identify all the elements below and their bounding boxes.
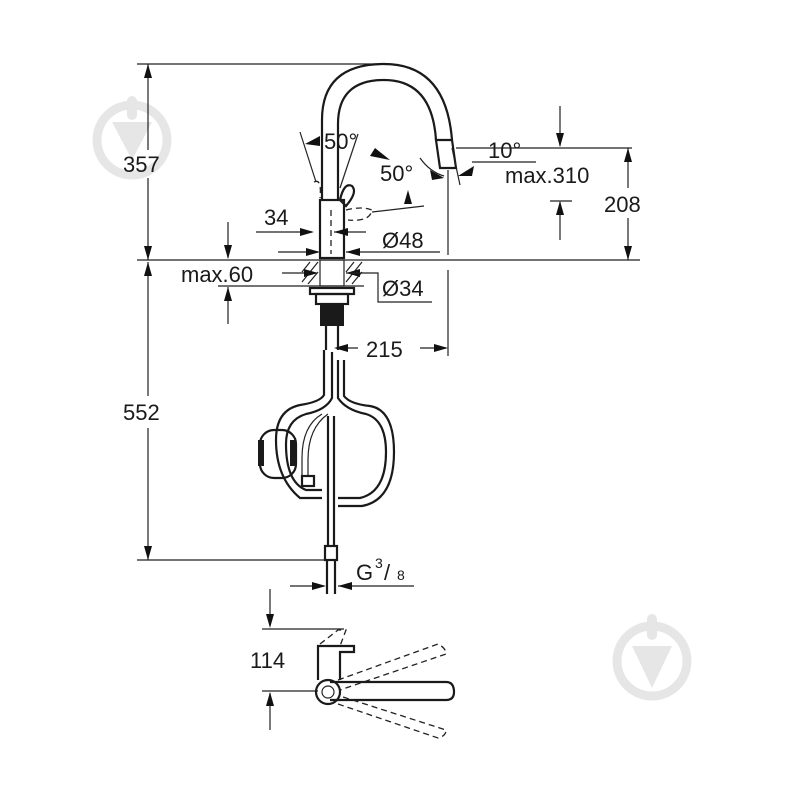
lever-handle: [338, 184, 356, 208]
faucet-body: [318, 198, 346, 260]
dim-hole-diameter: Ø34: [382, 276, 424, 301]
watermark-logo-icon: [612, 614, 692, 701]
top-view: 114: [250, 589, 456, 739]
dim-spout-height: 208: [604, 192, 641, 217]
supply-hoses: [274, 326, 396, 594]
dim-base-diameter: Ø48: [382, 228, 424, 253]
dim-handle-angle-right: 50°: [380, 161, 413, 186]
dim-handle-width: 34: [264, 205, 288, 230]
spout-outer: [320, 62, 454, 200]
watermark-logo-icon: [92, 96, 172, 180]
hose-weight: [258, 428, 298, 480]
deck-section: [300, 259, 364, 326]
dim-spout-angle: 10°: [488, 138, 521, 163]
dim-connection-denominator: 8: [397, 567, 405, 583]
svg-text:/: /: [384, 560, 391, 585]
dim-top-view-height: 114: [250, 648, 285, 673]
dim-hose-length: 552: [123, 400, 160, 425]
dim-max-reach: max.310: [505, 163, 589, 188]
dim-max-deck: max.60: [181, 262, 253, 287]
dim-handle-angle-left: 50°: [324, 129, 357, 154]
dim-connection-numerator: 3: [375, 555, 383, 571]
thread-shank: [320, 304, 344, 326]
dim-connection-thread: G: [356, 560, 373, 585]
dim-reach: 215: [366, 337, 403, 362]
dim-total-height: 357: [123, 152, 160, 177]
